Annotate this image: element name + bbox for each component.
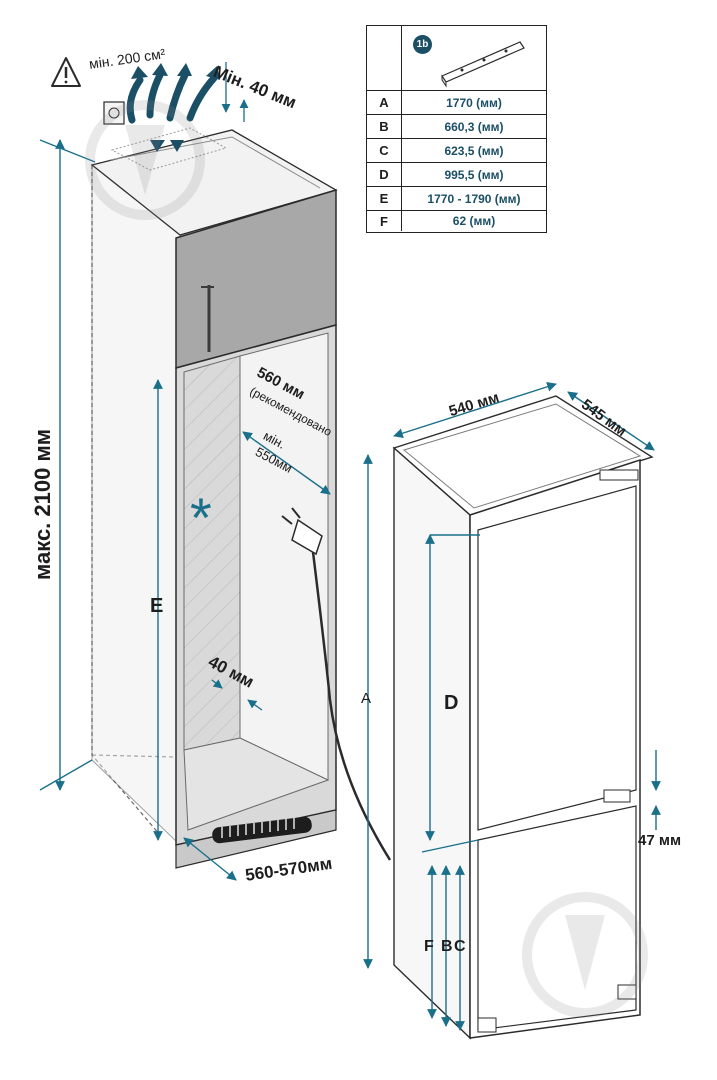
dimension-F-label: F (424, 938, 434, 955)
table-row: C 623,5 (мм) (367, 138, 546, 162)
table-row: B 660,3 (мм) (367, 114, 546, 138)
dimension-B-label: B (441, 938, 453, 955)
max-height-label: макс. 2100 мм (30, 428, 55, 580)
dimension-E-label: E (150, 595, 164, 617)
watermark-logo (85, 100, 648, 1018)
asterisk-mark: * (190, 486, 212, 549)
plug-icon (291, 518, 323, 556)
dimension-540 (393, 382, 557, 438)
fridge-upper-door (477, 485, 637, 831)
table-row: D 995,5 (мм) (367, 162, 546, 186)
table-header-badge: 1b (413, 35, 432, 54)
dimension-A-label: A (361, 690, 372, 707)
socket-icon (103, 101, 125, 125)
gap-47-label: 47 мм (638, 832, 682, 849)
dimension-545 (567, 391, 655, 451)
mounting-rail-icon (441, 41, 525, 88)
kitchen-cabinet (90, 127, 338, 869)
table-row: E 1770 - 1790 (мм) (367, 186, 546, 210)
dimension-table: 1b A 1770 (мм) B 660,3 (мм) C 623,5 (мм)… (366, 25, 547, 233)
dimension-C-label: C (454, 938, 466, 955)
max-height-dimension (39, 139, 96, 791)
airflow-arrows (126, 71, 218, 124)
table-row: A 1770 (мм) (367, 90, 546, 114)
fridge-lower-door (477, 805, 637, 1031)
dimension-D-label: D (444, 692, 459, 714)
table-row: F 62 (мм) (367, 210, 546, 231)
warning-icon (51, 57, 81, 87)
